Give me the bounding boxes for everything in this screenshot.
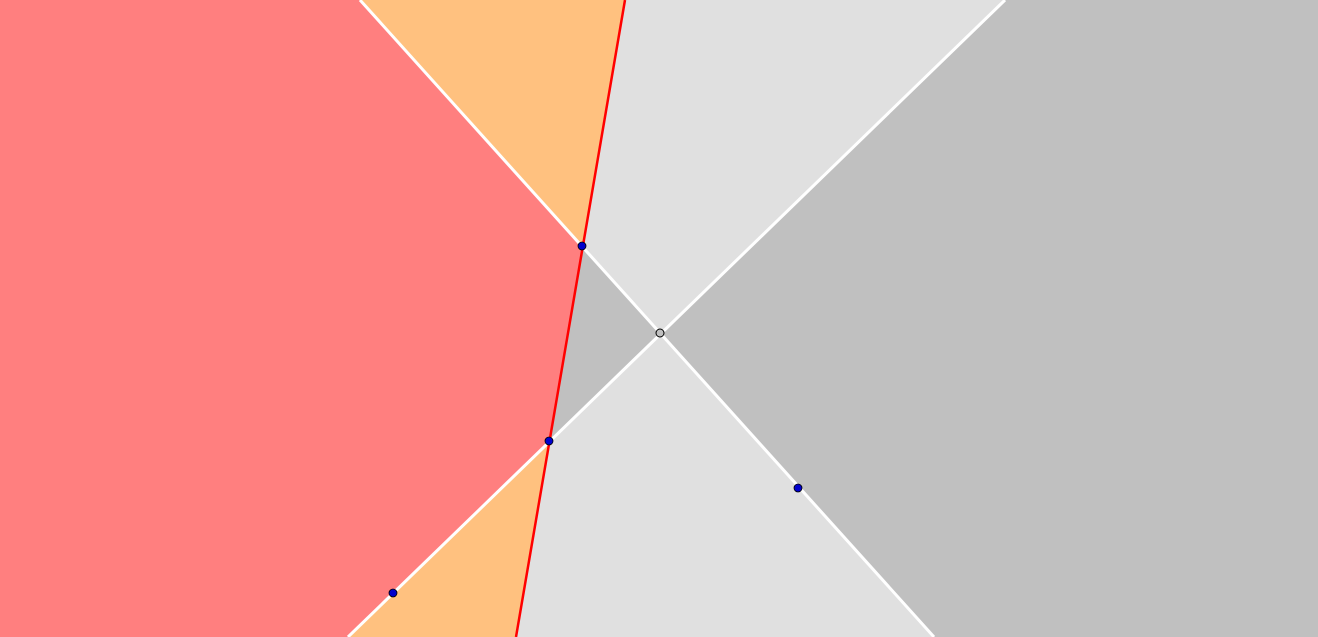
white-line-ascending[interactable] (346, 0, 1007, 637)
region-bottom-light (516, 333, 934, 637)
control-point-bottom-left[interactable] (388, 588, 398, 598)
control-point-upper-intersection[interactable] (577, 241, 587, 251)
white-line-descending[interactable] (358, 0, 936, 637)
region-right-dark (660, 0, 1318, 637)
region-left-red (0, 0, 582, 637)
center-point[interactable] (655, 328, 665, 338)
control-point-bottom-right[interactable] (793, 483, 803, 493)
region-top-orange-wedge (360, 0, 625, 246)
red-line[interactable] (514, 0, 627, 637)
region-inner-dark (549, 246, 660, 441)
control-point-lower-intersection[interactable] (544, 436, 554, 446)
region-top-light (582, 0, 1005, 333)
